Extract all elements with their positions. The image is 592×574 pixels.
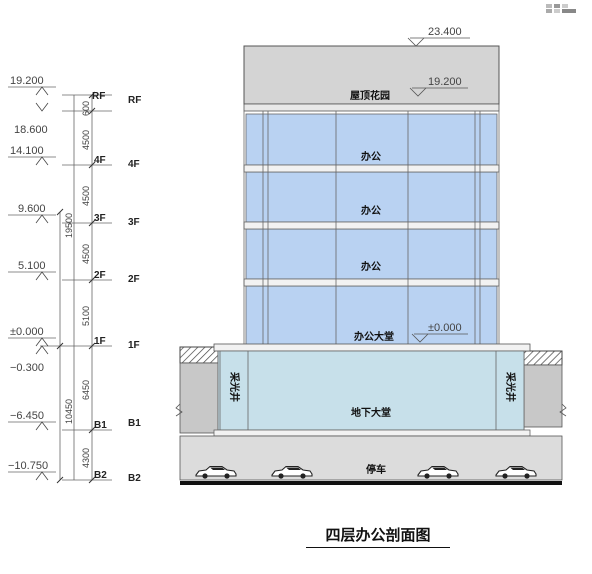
earth-right bbox=[523, 350, 567, 428]
roof-parapet bbox=[243, 45, 500, 105]
dim-segment: 4500 bbox=[81, 186, 91, 206]
floor-tag: 2F bbox=[94, 270, 106, 281]
room-light-well-left: 采光井 bbox=[228, 371, 241, 402]
elev-top: 23.400 bbox=[428, 26, 462, 38]
roof-slab bbox=[243, 103, 500, 112]
elev-label: −10.750 bbox=[8, 460, 48, 472]
basement-hall bbox=[213, 350, 531, 437]
dim-segment: 6450 bbox=[81, 380, 91, 400]
elev-label: 18.600 bbox=[14, 124, 48, 136]
corner-mark bbox=[544, 0, 592, 13]
elev-label: 9.600 bbox=[18, 203, 46, 215]
floor-label: 3F bbox=[128, 217, 140, 228]
floor-tag: 1F bbox=[94, 336, 106, 347]
floor-tag: 3F bbox=[94, 213, 106, 224]
elev-label: −6.450 bbox=[10, 410, 44, 422]
elev-label: 19.200 bbox=[10, 75, 44, 87]
dim-segment: 600 bbox=[81, 101, 91, 116]
floor-label: 1F bbox=[128, 340, 140, 351]
room-lobby-1f: 办公大堂 bbox=[354, 330, 394, 343]
dim-segment: 4500 bbox=[81, 130, 91, 150]
elev-label: 14.100 bbox=[10, 145, 44, 157]
elev-roof: 19.200 bbox=[428, 76, 462, 88]
room-parking: 停车 bbox=[366, 463, 386, 476]
room-office-2f: 办公 bbox=[361, 260, 381, 273]
floor-tag: RF bbox=[92, 91, 105, 102]
dim-segment: 4300 bbox=[81, 448, 91, 468]
room-office-4f: 办公 bbox=[361, 150, 381, 163]
floor-label: B1 bbox=[128, 418, 141, 429]
floor-tag: B1 bbox=[94, 420, 107, 431]
room-office-3f: 办公 bbox=[361, 204, 381, 217]
floor-tag: 4F bbox=[94, 155, 106, 166]
dim-total: 19500 bbox=[64, 213, 74, 238]
dim-segment: 5100 bbox=[81, 306, 91, 326]
floor-label: 4F bbox=[128, 159, 140, 170]
ground-slab bbox=[213, 343, 531, 352]
elevation-scale bbox=[8, 86, 112, 484]
floor-label: 2F bbox=[128, 274, 140, 285]
elev-ground: ±0.000 bbox=[428, 322, 462, 334]
elev-label: −0.300 bbox=[10, 362, 44, 374]
earth-left bbox=[175, 346, 219, 434]
floor-label: RF bbox=[128, 95, 141, 106]
dim-segment: 4500 bbox=[81, 244, 91, 264]
dim-total: 10450 bbox=[64, 399, 74, 424]
floor-label: B2 bbox=[128, 473, 141, 484]
room-light-well-right: 采光井 bbox=[504, 371, 517, 402]
room-basement-hall: 地下大堂 bbox=[351, 406, 391, 419]
room-roof-garden: 屋顶花园 bbox=[350, 89, 390, 102]
office-floors bbox=[243, 111, 500, 480]
floor-tag: B2 bbox=[94, 470, 107, 481]
drawing-title: 四层办公剖面图 bbox=[306, 524, 450, 548]
elev-label: 5.100 bbox=[18, 260, 46, 272]
elev-label: ±0.000 bbox=[10, 326, 44, 338]
elevation-markers bbox=[407, 37, 470, 343]
